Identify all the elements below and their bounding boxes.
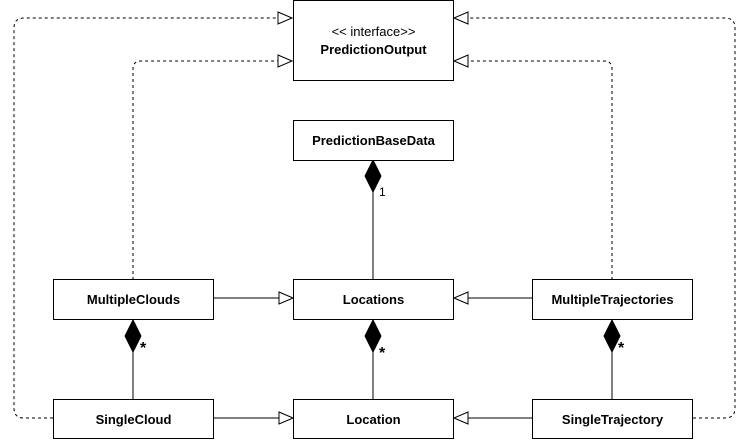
multiplicity-locations: * [379, 345, 386, 362]
composition-diamond-prediction-base-data [364, 158, 382, 194]
class-name: SingleCloud [95, 411, 172, 427]
class-single-trajectory[interactable]: SingleTrajectory [532, 399, 693, 439]
realization-single-trajectory-to-prediction-output [454, 18, 736, 419]
multiplicity-prediction-base-data: 1 [379, 185, 386, 199]
realization-multiple-clouds-to-prediction-output [132, 61, 292, 280]
class-prediction-output[interactable]: << interface>> PredictionOutput [293, 0, 454, 81]
stereotype-label: << interface>> [331, 24, 416, 39]
class-multiple-trajectories[interactable]: MultipleTrajectories [532, 279, 693, 320]
realization-single-cloud-to-prediction-output [13, 18, 292, 419]
class-name: PredictionOutput [320, 42, 427, 57]
multiplicity-multiple-clouds: * [140, 340, 147, 357]
composition-diamond-locations [364, 318, 382, 354]
multiplicity-multiple-trajectories: * [618, 340, 625, 357]
class-location[interactable]: Location [293, 399, 454, 439]
class-name: PredictionBaseData [312, 133, 435, 148]
class-name: Location [346, 411, 401, 427]
class-multiple-clouds[interactable]: MultipleClouds [53, 279, 214, 320]
class-single-cloud[interactable]: SingleCloud [53, 399, 214, 439]
composition-diamond-multiple-clouds [124, 318, 142, 354]
class-name: MultipleTrajectories [551, 292, 674, 307]
class-name: SingleTrajectory [561, 411, 664, 427]
class-locations[interactable]: Locations [293, 279, 454, 320]
class-name: Locations [342, 292, 405, 307]
realization-multiple-trajectories-to-prediction-output [454, 61, 613, 280]
composition-diamond-multiple-trajectories [603, 318, 621, 354]
class-name: MultipleClouds [86, 292, 181, 307]
class-prediction-base-data[interactable]: PredictionBaseData [293, 120, 454, 161]
